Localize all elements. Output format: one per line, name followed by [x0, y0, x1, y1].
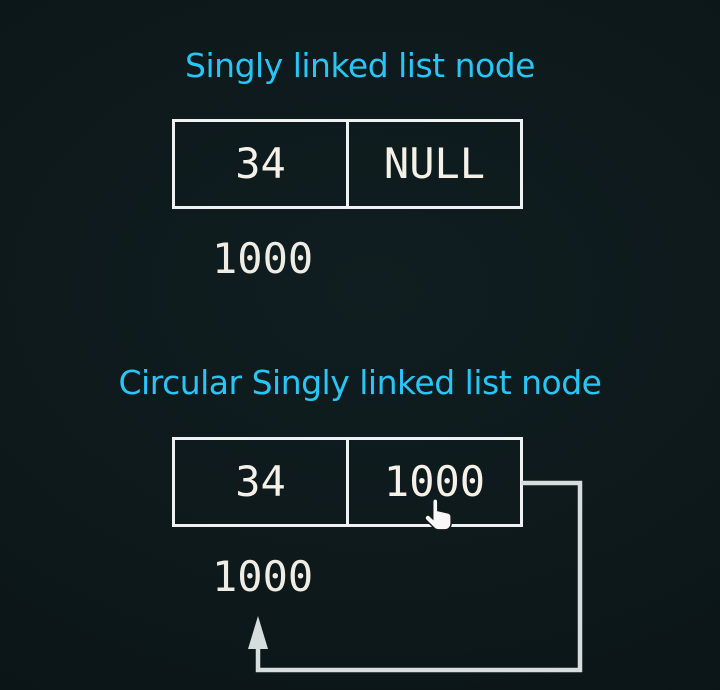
circular-node-box: 34 1000 — [172, 437, 523, 527]
circular-section-title: Circular Singly linked list node — [118, 363, 602, 402]
arrowhead-up-icon — [248, 616, 268, 649]
circular-next-value: 1000 — [383, 457, 486, 506]
circular-address-label: 1000 — [212, 552, 314, 601]
singly-next-pointer-cell: NULL — [349, 122, 520, 206]
singly-data-cell: 34 — [175, 122, 349, 206]
singly-node-box: 34 NULL — [172, 119, 523, 209]
singly-section-title: Singly linked list node — [185, 46, 535, 85]
circular-next-pointer-cell: 1000 — [349, 440, 520, 524]
singly-data-value: 34 — [235, 139, 286, 188]
singly-next-value: NULL — [383, 139, 486, 188]
singly-address-label: 1000 — [212, 234, 314, 283]
circular-data-cell: 34 — [175, 440, 349, 524]
circular-data-value: 34 — [235, 457, 286, 506]
